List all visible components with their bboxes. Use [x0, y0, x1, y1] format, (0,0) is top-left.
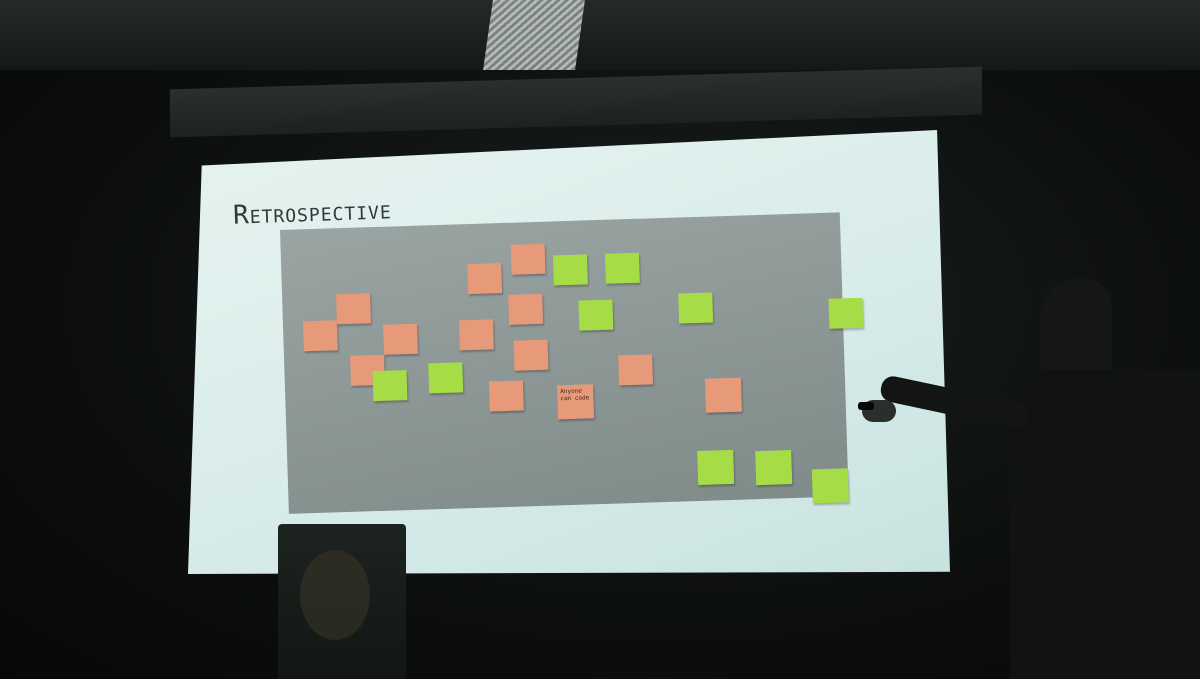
- sticky-note: [488, 380, 524, 412]
- sticky-notes-photo: Anyone can code: [280, 212, 864, 514]
- sticky-note: [513, 339, 549, 371]
- sticky-note: [811, 468, 849, 504]
- sticky-note: [828, 297, 864, 329]
- sticky-note: [510, 243, 546, 275]
- sticky-note: [618, 354, 654, 386]
- sticky-note: Anyone can code: [557, 384, 595, 420]
- ceiling: [0, 0, 1200, 70]
- sticky-note: [678, 292, 714, 324]
- sticky-note: [755, 450, 793, 486]
- presenter-body: [1010, 370, 1200, 679]
- sticky-note: [704, 377, 742, 413]
- ceiling-light-panel: [483, 0, 585, 70]
- remote-clicker-icon: [858, 402, 874, 410]
- sticky-note: [383, 323, 418, 355]
- sticky-note: [508, 293, 544, 325]
- sticky-note: [697, 449, 735, 485]
- sticky-note: [604, 252, 640, 284]
- sticky-note: [428, 362, 464, 394]
- sticky-note: [578, 299, 614, 331]
- sticky-note: [467, 263, 503, 295]
- sticky-note: [336, 293, 371, 325]
- presenter-head: [1040, 278, 1112, 388]
- slide-title: Retrospective: [232, 195, 393, 231]
- sticky-note: [372, 370, 408, 402]
- sticky-note: [302, 320, 338, 352]
- sticky-note: [458, 319, 494, 351]
- sticky-note: [552, 254, 588, 286]
- presenter-silhouette: [858, 270, 1200, 679]
- laptop-sticker: [300, 550, 370, 640]
